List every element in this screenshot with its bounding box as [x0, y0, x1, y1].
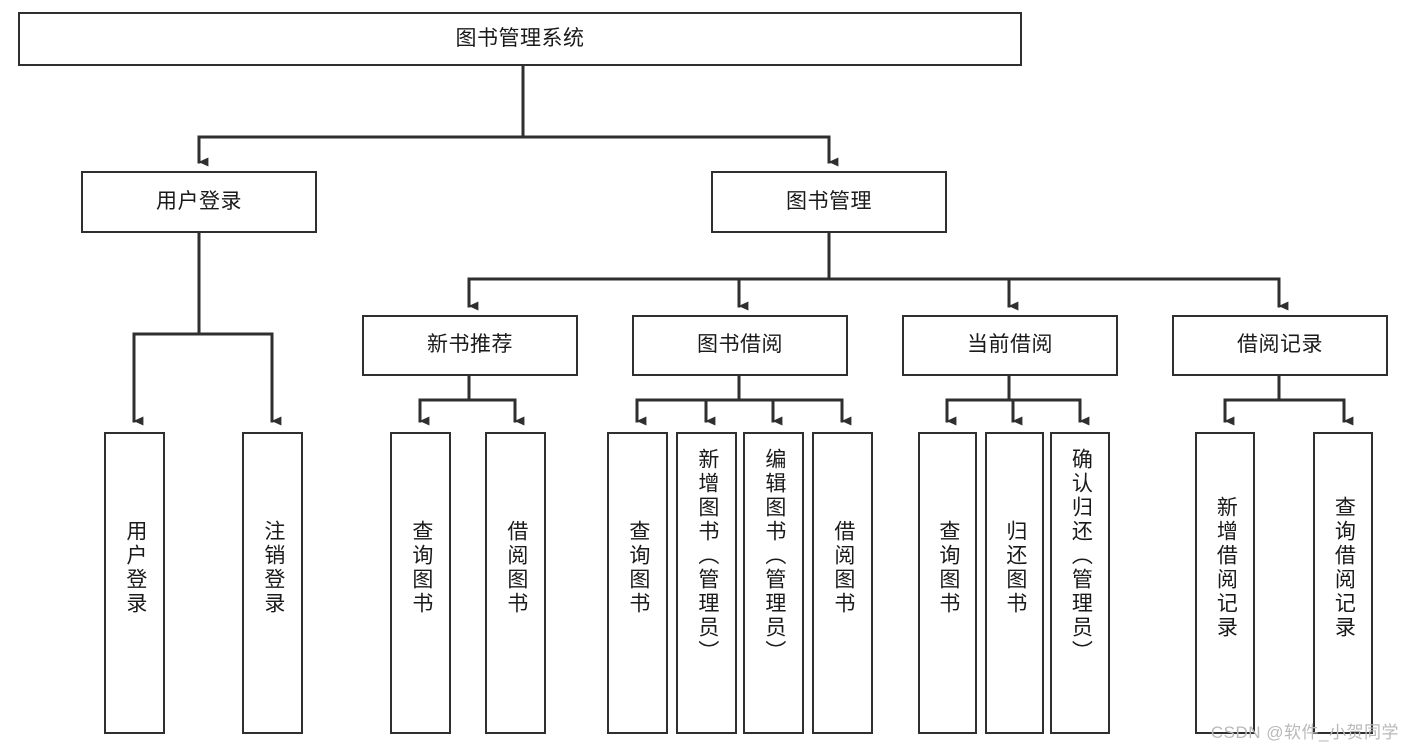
- node-label: 查询图书: [936, 520, 960, 616]
- leaf-user-login[interactable]: 用户登录: [104, 432, 165, 734]
- node-label: 用户登录: [156, 189, 242, 213]
- leaf-logout[interactable]: 注销登录: [242, 432, 303, 734]
- node-label: 查询图书: [409, 520, 433, 616]
- node-current-borrow[interactable]: 当前借阅: [902, 315, 1118, 376]
- leaf-borrow-book-recommend[interactable]: 借阅图书: [485, 432, 546, 734]
- leaf-return-book[interactable]: 归还图书: [985, 432, 1044, 734]
- node-label: 新书推荐: [427, 333, 513, 357]
- node-label: 新增图书（管理员）: [695, 448, 719, 664]
- node-label: 图书管理系统: [455, 26, 585, 50]
- node-label: 当前借阅: [967, 333, 1053, 357]
- leaf-query-borrow-record[interactable]: 查询借阅记录: [1313, 432, 1373, 734]
- node-label: 编辑图书（管理员）: [762, 448, 786, 664]
- node-label: 图书管理: [786, 189, 872, 213]
- node-book-management[interactable]: 图书管理: [711, 171, 947, 233]
- leaf-confirm-return-admin[interactable]: 确认归还（管理员）: [1050, 432, 1110, 734]
- node-label: 归还图书: [1003, 520, 1027, 616]
- leaf-query-book-current[interactable]: 查询图书: [918, 432, 977, 734]
- leaf-add-borrow-record[interactable]: 新增借阅记录: [1195, 432, 1255, 734]
- node-root-book-management-system[interactable]: 图书管理系统: [18, 12, 1022, 66]
- node-label: 借阅图书: [504, 520, 528, 616]
- leaf-borrow-book[interactable]: 借阅图书: [812, 432, 873, 734]
- node-label: 用户登录: [123, 520, 147, 616]
- node-label: 确认归还（管理员）: [1069, 448, 1093, 664]
- node-label: 新增借阅记录: [1214, 496, 1238, 640]
- node-label: 图书借阅: [697, 333, 783, 357]
- node-book-borrow[interactable]: 图书借阅: [632, 315, 848, 376]
- node-label: 借阅记录: [1237, 333, 1323, 357]
- node-label: 查询借阅记录: [1332, 496, 1356, 640]
- node-label: 注销登录: [261, 520, 285, 616]
- node-label: 借阅图书: [831, 520, 855, 616]
- leaf-edit-book-admin[interactable]: 编辑图书（管理员）: [743, 432, 804, 734]
- node-new-book-recommend[interactable]: 新书推荐: [362, 315, 578, 376]
- leaf-query-book-borrow[interactable]: 查询图书: [607, 432, 668, 734]
- node-borrow-record[interactable]: 借阅记录: [1172, 315, 1388, 376]
- watermark-text: CSDN @软件_小贺同学: [1210, 723, 1399, 742]
- node-user-login[interactable]: 用户登录: [81, 171, 317, 233]
- leaf-query-book-recommend[interactable]: 查询图书: [390, 432, 451, 734]
- node-label: 查询图书: [626, 520, 650, 616]
- leaf-add-book-admin[interactable]: 新增图书（管理员）: [676, 432, 737, 734]
